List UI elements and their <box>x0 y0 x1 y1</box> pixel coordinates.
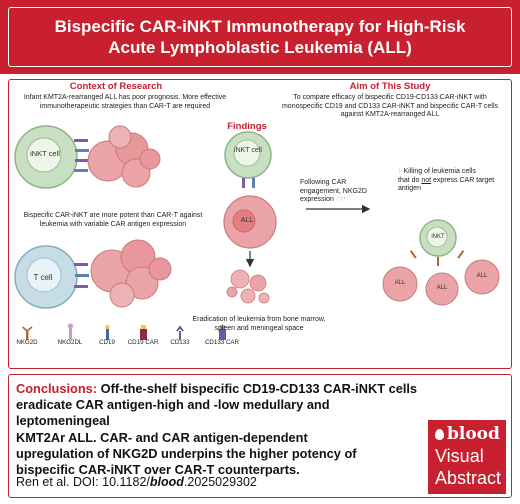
badge-visual-text: Visual <box>435 446 484 466</box>
legend-label-cd19-car: CD19 CAR <box>127 339 159 346</box>
nkg2d-increase-arrows: ↑↑↑ <box>335 196 347 204</box>
aim-heading: Aim of This Study <box>349 81 431 92</box>
nkg2d-text: Following CAR engagement, NKG2D expressi… <box>300 179 388 205</box>
nkg2d-receptors-right <box>409 250 465 266</box>
leukemia-debris <box>226 269 270 304</box>
title-banner: Bispecific CAR-iNKT Immunotherapy for Hi… <box>0 0 520 74</box>
killing-line-2-pre: that do <box>398 176 422 184</box>
citation: Ren et al. DOI: 10.1182/blood.2025029302 <box>16 475 257 489</box>
title-line-2: Acute Lymphoblastic Leukemia (ALL) <box>108 38 412 57</box>
killing-text: ↑ Killing of leukemia cells that do not … <box>398 168 510 194</box>
conclusion-box <box>8 374 512 498</box>
aim-text: To compare efficacy of bispecific CD19-C… <box>281 94 499 119</box>
killing-increase-arrow: ↑ <box>398 168 402 175</box>
inkt-label-left: iNKT cell <box>30 149 60 158</box>
legend-nkg2d-icon <box>21 326 33 340</box>
conclusion-lead: Conclusions: <box>16 381 98 396</box>
leukemia-cell-middle <box>223 195 277 249</box>
conclusion-line-5: bispecific CAR-iNKT over CAR-T counterpa… <box>16 462 300 478</box>
context-text: Infant KMT2A-rearranged ALL has poor pro… <box>23 94 227 110</box>
legend-cd19-car-icon <box>140 325 147 340</box>
conclusion-line-3: KMT2Ar ALL. CAR- and CAR antigen-depende… <box>16 429 308 445</box>
all-label-right-1: ALL <box>394 280 406 286</box>
legend-label-cd133: CD133 <box>170 339 190 346</box>
car-receptors-tcell <box>74 263 89 288</box>
inkt-cell-right <box>419 219 457 257</box>
inkt-cell-middle <box>224 131 272 188</box>
all-label-right-3: ALL <box>476 273 488 279</box>
legend-label-nkg2d: NKG2D <box>16 339 38 346</box>
legend-nkg2dl-icon <box>67 323 74 340</box>
leukemia-cell-right-left <box>382 266 418 302</box>
blood-logo: blood <box>435 424 500 444</box>
inkt-label-middle: iNKT cell <box>234 147 262 154</box>
citation-prefix: Ren et al. DOI: 10.1182/ <box>16 475 150 489</box>
leukemia-cell-right-top <box>425 272 459 306</box>
blood-logo-text: blood <box>447 424 500 444</box>
killing-line-1: Killing of leukemia cells <box>403 168 476 175</box>
title-line-1: Bispecific CAR-iNKT Immunotherapy for Hi… <box>54 17 466 36</box>
car-receptors-left <box>74 139 89 172</box>
leukemia-cluster-top-left <box>87 125 161 188</box>
killing-line-3: antigen <box>398 185 421 193</box>
nkg2d-text-label: Following CAR engagement, NKG2D expressi… <box>300 179 367 204</box>
tcell-label: T cell <box>33 273 53 282</box>
conclusion-line-2: eradicate CAR antigen-high and -low medu… <box>16 397 330 429</box>
blood-visual-abstract-badge: blood Visual Abstract <box>428 420 506 494</box>
leukemia-cell-right-bottom <box>464 259 500 295</box>
badge-abstract-text: Abstract <box>435 468 502 488</box>
conclusion-line-1: Off-the-shelf bispecific CD19-CD133 CAR-… <box>97 381 418 396</box>
conclusion-text: Conclusions: Off-the-shelf bispecific CD… <box>16 381 426 478</box>
inkt-label-right: iNKT <box>431 234 445 240</box>
legend-cd133-car-icon <box>219 325 226 340</box>
inkt-cell-left <box>14 125 89 189</box>
title-box: Bispecific CAR-iNKT Immunotherapy for Hi… <box>8 7 512 67</box>
blood-drop-icon <box>435 428 444 440</box>
potency-text: Bispecific CAR-iNKT are more potent than… <box>23 212 203 228</box>
conclusion-line-4: upregulation of NKG2D underpins the high… <box>16 445 357 461</box>
citation-journal: blood <box>149 475 184 489</box>
all-label-middle: ALL <box>240 217 254 224</box>
legend-cd133-icon <box>176 325 184 340</box>
context-heading: Context of Research <box>69 81 163 92</box>
legend-label-cd133-car: CD133 CAR <box>204 339 240 346</box>
all-label-right-2: ALL <box>436 285 448 291</box>
findings-illustration <box>14 125 500 340</box>
findings-panel <box>8 79 512 369</box>
citation-suffix: .2025029302 <box>183 475 257 489</box>
leukemia-cluster-bottom-left <box>90 239 172 308</box>
legend-label-cd19: CD19 <box>99 339 115 346</box>
killing-line-2-not: not <box>421 176 432 184</box>
findings-heading: Findings <box>227 121 267 132</box>
legend-cd19-icon <box>105 324 110 340</box>
killing-line-2-post: express CAR target <box>431 176 495 184</box>
t-cell-left <box>14 245 89 309</box>
eradication-text: Eradication of leukemia from bone marrow… <box>192 316 326 332</box>
legend-label-nkg2dl: NKG2DL <box>57 339 83 346</box>
